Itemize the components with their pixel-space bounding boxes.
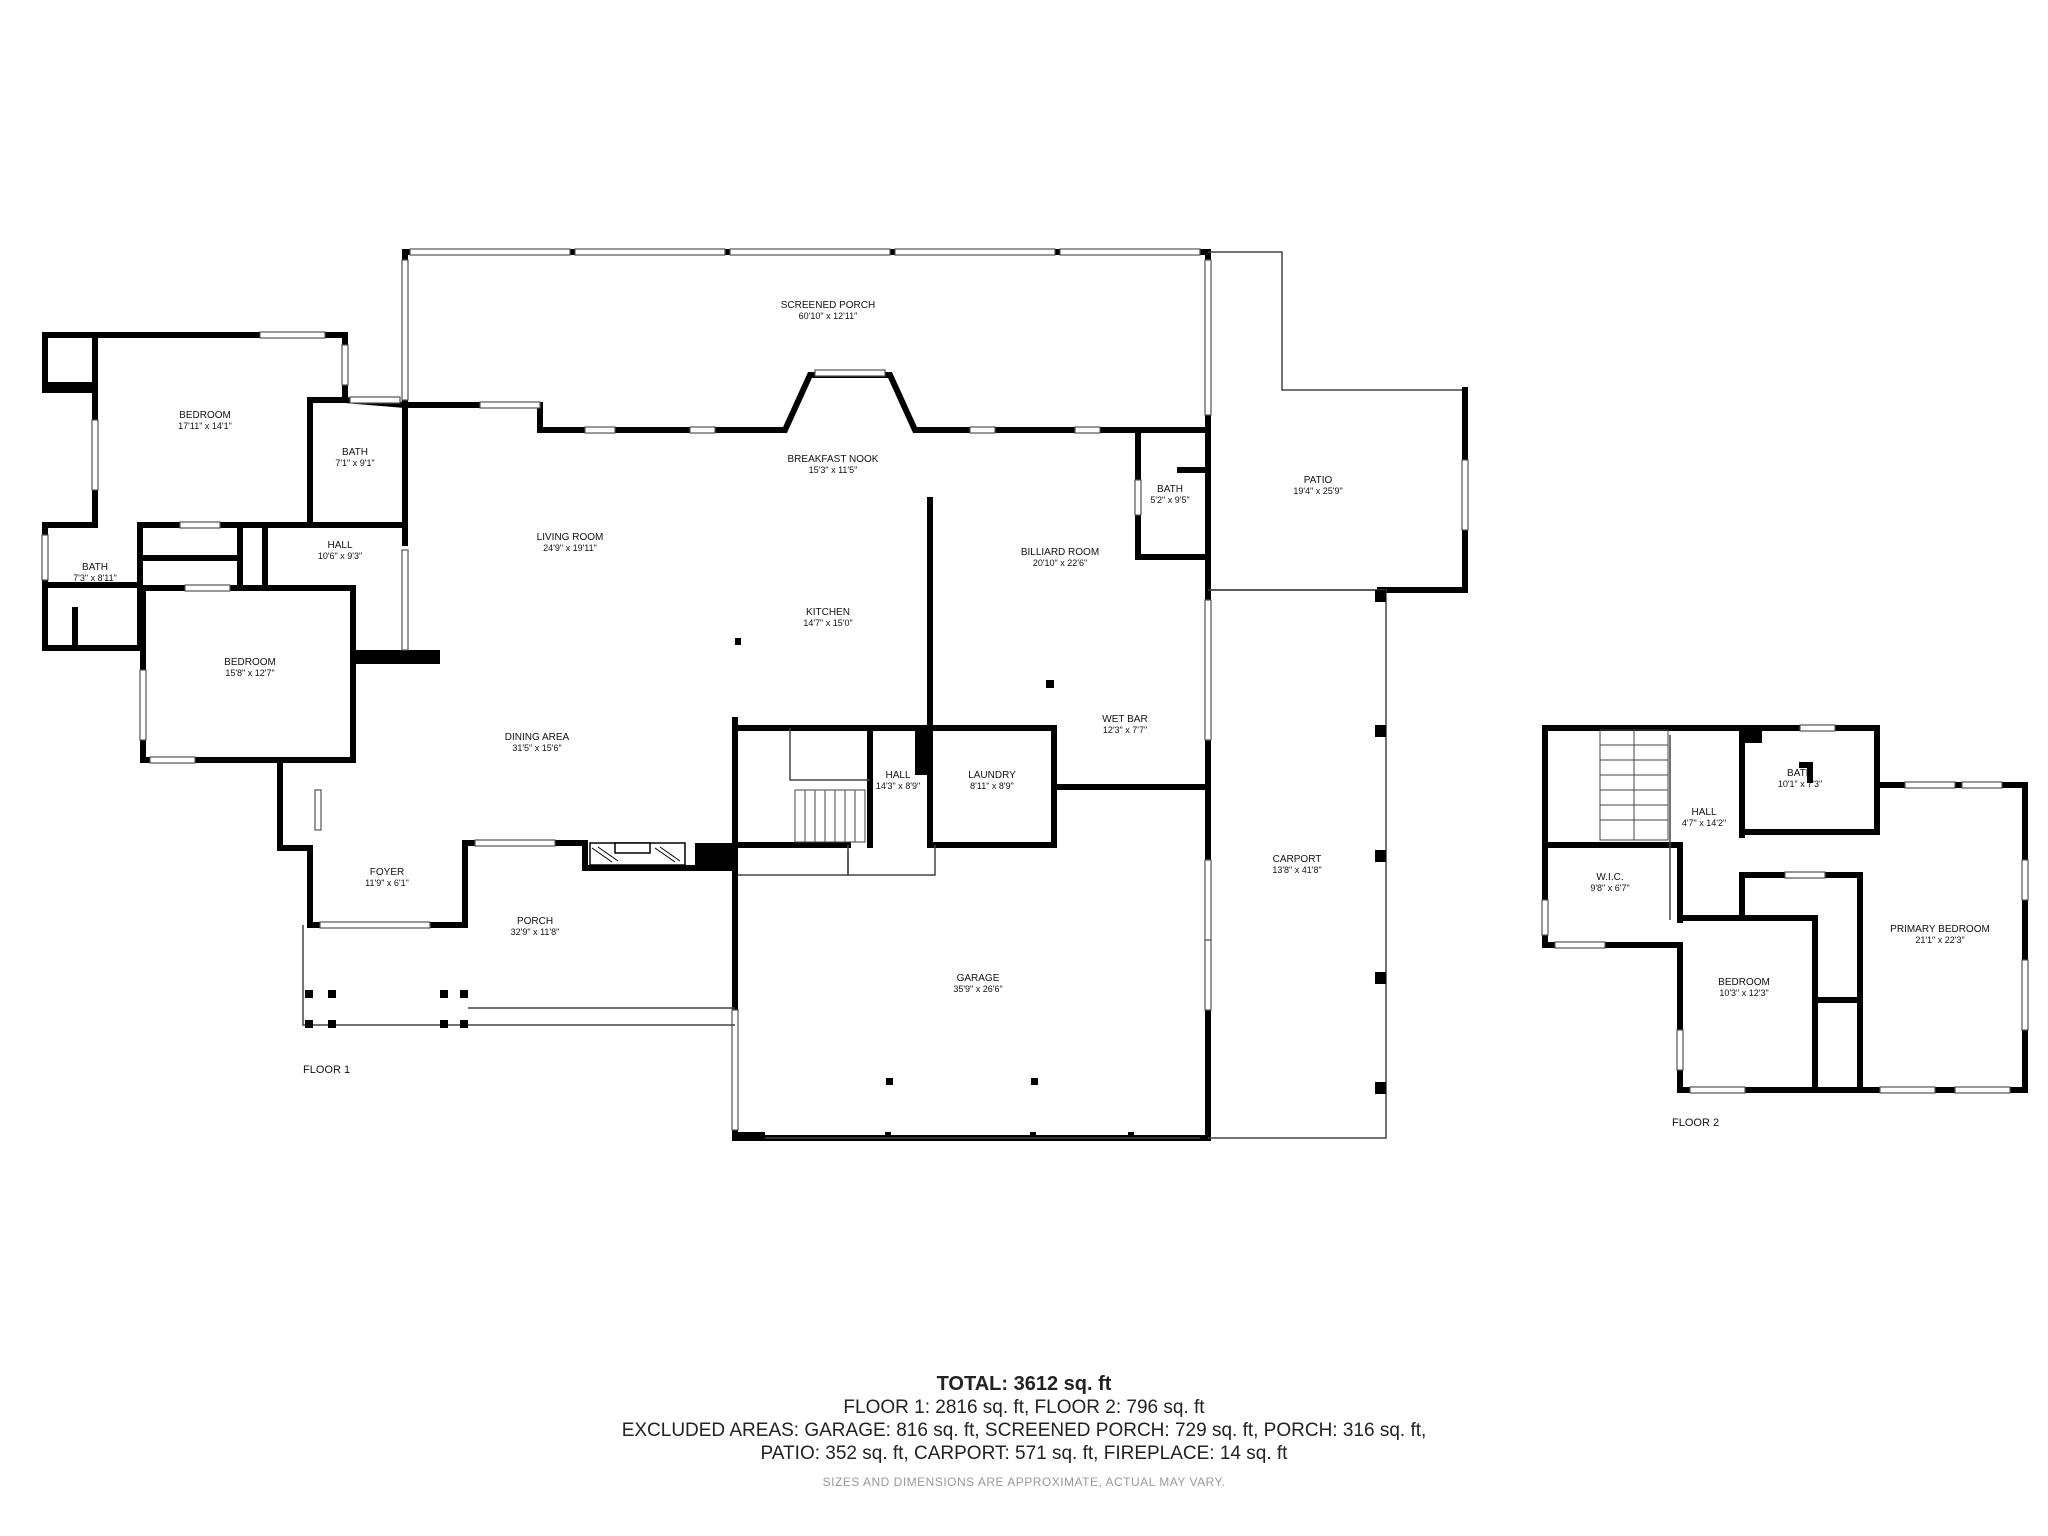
room-name-bedroom-nw: BEDROOM [179, 410, 231, 421]
room-name-bedroom-2: BEDROOM [1718, 977, 1770, 988]
room-labels: SCREENED PORCH 60'10" x 12'11" BEDROOM 1… [73, 300, 1990, 1129]
room-name-bath-nw: BATH [342, 447, 368, 458]
room-dim-foyer: 11'9" x 6'1" [365, 878, 409, 888]
room-dim-dining-area: 31'5" x 15'6" [512, 743, 561, 753]
room-name-hall-2: HALL [1691, 807, 1716, 818]
room-name-wet-bar: WET BAR [1102, 714, 1147, 725]
staircase [794, 789, 866, 843]
room-dim-wic: 9'8" x 6'7" [1590, 883, 1629, 893]
room-name-bath-w: BATH [82, 562, 108, 573]
room-dim-hall-c: 14'3" x 8'9" [876, 781, 920, 791]
room-name-patio: PATIO [1304, 475, 1333, 486]
fireplace-icon [589, 842, 686, 866]
room-dim-living-room: 24'9" x 19'11" [543, 543, 597, 553]
room-name-carport: CARPORT [1273, 854, 1322, 865]
room-name-primary-bedroom: PRIMARY BEDROOM [1890, 924, 1990, 935]
room-name-kitchen: KITCHEN [806, 607, 850, 618]
room-dim-bath-e: 5'2" x 9'5" [1150, 495, 1189, 505]
room-dim-garage: 35'9" x 26'6" [953, 984, 1002, 994]
carport-walls [1208, 589, 1387, 1139]
column-markers [735, 638, 1054, 688]
bath-nw-walls [307, 396, 408, 528]
disclaimer: SIZES AND DIMENSIONS ARE APPROXIMATE, AC… [822, 1475, 1226, 1489]
floor-areas: FLOOR 1: 2816 sq. ft, FLOOR 2: 796 sq. f… [843, 1397, 1205, 1418]
screened-porch-walls [401, 248, 1212, 428]
room-dim-screened-porch: 60'10" x 12'11" [799, 311, 858, 321]
room-dim-primary-bedroom: 21'1" x 22'3" [1915, 935, 1964, 945]
garage-walls [731, 842, 1211, 1141]
billiard-bath-walls [927, 422, 1212, 1141]
room-name-breakfast-nook: BREAKFAST NOOK [788, 454, 879, 465]
floor-2-label: FLOOR 2 [1672, 1117, 1719, 1129]
room-name-billiard-room: BILLIARD ROOM [1021, 547, 1099, 558]
room-name-living-room: LIVING ROOM [537, 532, 604, 543]
west-wing-walls [41, 521, 313, 651]
center-hall-walls [732, 717, 1211, 876]
room-dim-hall-2: 4'7" x 14'2" [1682, 818, 1726, 828]
room-dim-bath-2: 10'1" x 7'3" [1778, 779, 1822, 789]
floor-2-plan [1541, 724, 2029, 1094]
excluded-areas-line-1: EXCLUDED AREAS: GARAGE: 816 sq. ft, SCRE… [621, 1420, 1427, 1441]
bedroom-w-walls [139, 584, 440, 764]
total-area: TOTAL: 3612 sq. ft [936, 1373, 1112, 1395]
room-dim-bath-w: 7'3" x 8'11" [73, 573, 117, 583]
room-dim-bedroom-w: 15'8" x 12'7" [225, 668, 274, 678]
room-name-foyer: FOYER [370, 867, 404, 878]
room-dim-laundry: 8'11" x 8'9" [970, 781, 1014, 791]
room-name-laundry: LAUNDRY [968, 770, 1016, 781]
room-name-hall-w: HALL [327, 540, 352, 551]
room-dim-hall-w: 10'6" x 9'3" [318, 551, 362, 561]
room-name-bedroom-w: BEDROOM [224, 657, 276, 668]
room-dim-billiard-room: 20'10" x 22'6" [1033, 558, 1087, 568]
room-name-garage: GARAGE [957, 973, 1000, 984]
foyer-porch-walls [277, 757, 738, 1028]
excluded-areas-line-2: PATIO: 352 sq. ft, CARPORT: 571 sq. ft, … [760, 1443, 1288, 1464]
room-name-wic: W.I.C. [1596, 872, 1623, 883]
room-dim-patio: 19'4" x 25'9" [1293, 486, 1342, 496]
room-dim-wet-bar: 12'3" x 7'7" [1103, 725, 1147, 735]
room-name-dining-area: DINING AREA [505, 732, 570, 743]
area-summary: TOTAL: 3612 sq. ft FLOOR 1: 2816 sq. ft,… [0, 1372, 2048, 1489]
room-name-porch: PORCH [517, 916, 553, 927]
patio-walls [1208, 251, 1469, 593]
room-name-bath-2: BATH [1787, 768, 1813, 779]
main-house-walls [401, 369, 1211, 651]
staircase-2 [1599, 729, 1669, 841]
room-dim-bedroom-nw: 17'11" x 14'1" [178, 421, 232, 431]
room-dim-kitchen: 14'7" x 15'0" [803, 618, 852, 628]
floor-1-plan [41, 248, 1469, 1141]
room-name-hall-c: HALL [885, 770, 910, 781]
room-dim-porch: 32'9" x 11'8" [511, 927, 560, 937]
room-dim-breakfast-nook: 15'3" x 11'5" [809, 465, 858, 475]
bedroom-nw-walls [42, 331, 349, 523]
room-name-bath-e: BATH [1157, 484, 1183, 495]
room-dim-carport: 13'8" x 41'8" [1272, 865, 1321, 875]
room-name-screened-porch: SCREENED PORCH [781, 300, 875, 311]
floor-1-label: FLOOR 1 [303, 1064, 350, 1076]
room-dim-bath-nw: 7'1" x 9'1" [335, 458, 374, 468]
room-dim-bedroom-2: 10'3" x 12'3" [1719, 988, 1768, 998]
